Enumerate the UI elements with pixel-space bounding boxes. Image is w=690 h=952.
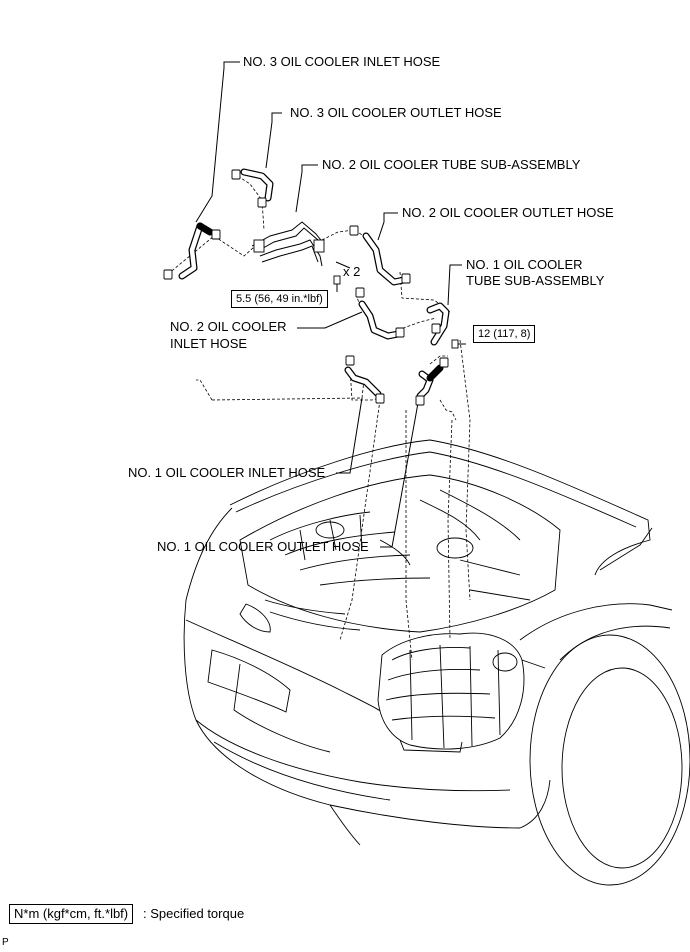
label-no3-oil-cooler-inlet-hose: NO. 3 OIL COOLER INLET HOSE (243, 54, 441, 69)
footer-code: P (2, 937, 9, 948)
quantity-label: x 2 (343, 264, 361, 279)
label-no2-oil-cooler-inlet-line1: NO. 2 OIL COOLER (170, 319, 287, 334)
vehicle-illustration (183, 439, 690, 886)
label-no1-oil-cooler-inlet-hose: NO. 1 OIL COOLER INLET HOSE (128, 465, 326, 480)
legend-unit-box: N*m (kgf*cm, ft.*lbf) (9, 904, 134, 924)
leader-lines (195, 61, 462, 548)
label-no2-oil-cooler-tube-sub-assembly: NO. 2 OIL COOLER TUBE SUB-ASSEMBLY (322, 157, 581, 172)
alignment-lines (167, 175, 471, 661)
label-no1-oil-cooler-tube-line2: TUBE SUB-ASSEMBLY (466, 273, 605, 288)
torque-spec-large-bolt: 12 (117, 8) (473, 325, 536, 343)
legend-description: : Specified torque (143, 906, 245, 921)
torque-spec-small-bolt: 5.5 (56, 49 in.*lbf) (231, 290, 328, 308)
tube-sub-assembly-no2 (251, 221, 325, 267)
label-no3-oil-cooler-outlet-hose: NO. 3 OIL COOLER OUTLET HOSE (290, 105, 502, 120)
hoses (178, 168, 450, 400)
label-no1-oil-cooler-tube-line1: NO. 1 OIL COOLER (466, 257, 583, 272)
clamps (163, 169, 466, 406)
label-no2-oil-cooler-outlet-hose: NO. 2 OIL COOLER OUTLET HOSE (402, 205, 614, 220)
label-no2-oil-cooler-inlet-line2: INLET HOSE (170, 336, 248, 351)
label-no1-oil-cooler-outlet-hose: NO. 1 OIL COOLER OUTLET HOSE (157, 539, 369, 554)
